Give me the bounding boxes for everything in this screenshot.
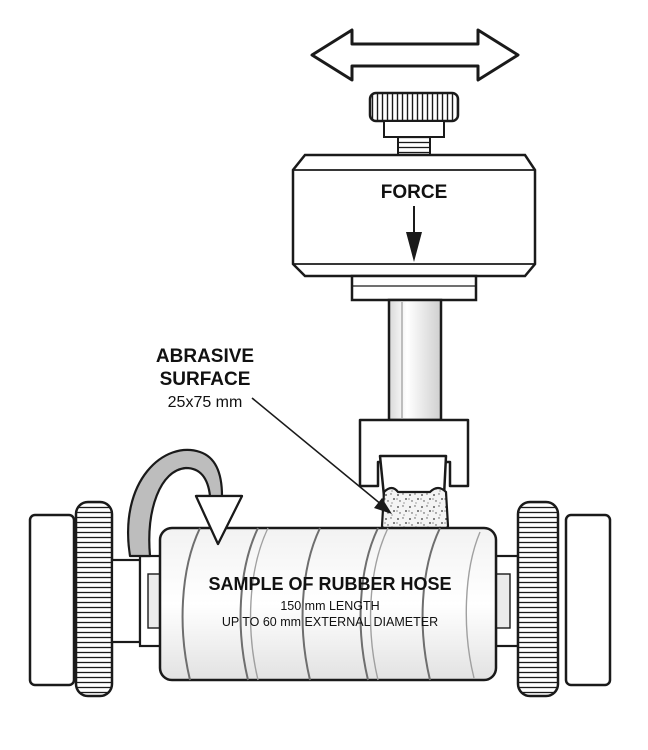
abrasive-size-label: 25x75 mm xyxy=(168,394,243,411)
sample-length: 150 mm LENGTH xyxy=(280,599,379,613)
rubber-hose-sample xyxy=(158,526,498,682)
sample-title: SAMPLE OF RUBBER HOSE xyxy=(208,574,451,594)
abrasive-label-line2: SURFACE xyxy=(160,369,251,390)
force-label: FORCE xyxy=(381,182,448,203)
vertical-rod xyxy=(387,298,443,422)
sample-diameter: UP TO 60 mm EXTERNAL DIAMETER xyxy=(222,615,438,629)
right-end-assembly xyxy=(494,500,612,698)
left-end-assembly xyxy=(28,500,164,698)
leader-arrow-icon xyxy=(251,397,392,514)
double-arrow-icon xyxy=(310,28,520,82)
abrasive-label-line1: ABRASIVE xyxy=(156,346,254,367)
force-arrow-icon xyxy=(406,206,422,262)
adjusting-knob xyxy=(368,91,460,156)
